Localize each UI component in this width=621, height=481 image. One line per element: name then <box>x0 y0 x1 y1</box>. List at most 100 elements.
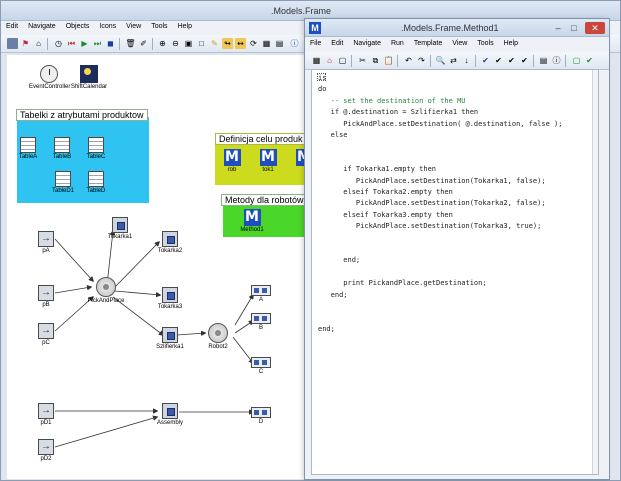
open-icon[interactable]: ⚑ <box>21 39 30 48</box>
close-icon[interactable]: ✕ <box>585 22 605 34</box>
method-partial[interactable]: M <box>293 149 307 167</box>
code-line: do <box>318 85 327 94</box>
replace-icon[interactable]: ⇄ <box>450 56 457 65</box>
frame-icon[interactable] <box>7 38 18 49</box>
table-d[interactable]: TableD <box>85 171 107 194</box>
find-next-icon[interactable]: ↓ <box>464 56 469 65</box>
buffer-a[interactable]: A <box>249 285 273 303</box>
zoom-fit-icon[interactable]: ▣ <box>184 39 193 48</box>
copy-icon[interactable]: ⧉ <box>372 56 379 65</box>
grid-icon[interactable]: ▦ <box>262 39 271 48</box>
editor-menu-view[interactable]: View <box>452 40 468 47</box>
editor-menu-template[interactable]: Template <box>413 40 443 47</box>
code-line: else <box>318 131 348 139</box>
start-icon[interactable]: ▶ <box>81 39 88 48</box>
calendar-icon <box>80 65 98 83</box>
zoom-out-icon[interactable]: ⊖ <box>172 39 179 48</box>
editor-menu-navigate[interactable]: Navigate <box>353 40 381 47</box>
menu-view[interactable]: View <box>126 23 142 30</box>
source-pc[interactable]: pC <box>37 323 55 346</box>
station-icon <box>162 287 178 303</box>
event-controller[interactable]: EventController <box>29 65 70 90</box>
help-icon[interactable]: ⓘ <box>552 56 561 65</box>
help-icon[interactable]: ⓘ <box>290 39 299 48</box>
pencil-icon[interactable]: ✎ <box>211 39 218 48</box>
open-icon[interactable]: ⌂ <box>327 56 332 65</box>
home-icon[interactable]: ▢ <box>338 56 347 65</box>
menu-tools[interactable]: Tools <box>151 23 168 30</box>
toolbar-separator <box>430 55 431 67</box>
template-icon[interactable]: ▤ <box>539 56 548 65</box>
apply-icon[interactable]: ✔ <box>586 56 593 65</box>
editor-menu-help[interactable]: Help <box>503 40 519 47</box>
zoom-in-icon[interactable]: ⊕ <box>159 39 166 48</box>
debug-run-icon[interactable]: ✔ <box>521 56 528 65</box>
table-a[interactable]: TableA <box>17 137 39 160</box>
minimize-icon[interactable]: – <box>555 23 561 33</box>
maximize-icon[interactable]: □ <box>571 23 577 33</box>
debug-icon[interactable]: ✔ <box>495 56 502 65</box>
destinations-box-title: Definicja celu produk <box>215 133 307 145</box>
method-icon: M <box>259 149 277 166</box>
new-icon[interactable]: ▢ <box>572 56 581 65</box>
buffer-c[interactable]: C <box>249 357 273 375</box>
table-b[interactable]: TableB <box>51 137 73 160</box>
stop-icon[interactable]: ◼ <box>107 39 114 48</box>
editor-menu-run[interactable]: Run <box>390 40 404 47</box>
editor-titlebar[interactable]: M .Models.Frame.Method1 – □ ✕ <box>305 19 609 37</box>
connector-mode-icon[interactable]: ↭ <box>235 38 246 49</box>
menu-objects[interactable]: Objects <box>65 23 90 30</box>
buffer-b[interactable]: B <box>249 313 273 331</box>
debug-step-icon[interactable]: ✔ <box>508 56 515 65</box>
shift-calendar[interactable]: ShiftCalendar <box>69 65 109 90</box>
menu-navigate[interactable]: Navigate <box>28 23 56 30</box>
buffer-icon <box>251 313 271 324</box>
editor-menu-edit[interactable]: Edit <box>331 40 344 47</box>
source-pd2[interactable]: pD2 <box>37 439 55 462</box>
source-pb[interactable]: pB <box>37 285 55 308</box>
step-icon[interactable]: ⏭ <box>93 39 102 48</box>
redo-icon[interactable]: ↷ <box>418 56 425 65</box>
buffer-d[interactable]: D <box>249 407 273 425</box>
find-icon[interactable]: 🔍 <box>435 56 446 65</box>
connector-icon[interactable]: ↬ <box>222 38 233 49</box>
grinder-szlifierka1[interactable]: Szlifierka1 <box>153 327 187 350</box>
table-d1[interactable]: TableD1 <box>51 171 75 194</box>
library-icon[interactable]: ▦ <box>312 56 321 65</box>
layers-icon[interactable]: ▤ <box>275 39 284 48</box>
refresh-icon[interactable]: ⟳ <box>250 39 257 48</box>
editor-menu-tools[interactable]: Tools <box>477 40 494 47</box>
reset-icon[interactable]: ⏮ <box>67 39 76 48</box>
event-controller-icon[interactable]: ◷ <box>55 39 62 48</box>
lathe-tokarka1[interactable]: Tokarka1 <box>103 217 137 240</box>
pick-and-place-robot[interactable]: PickAndPlace <box>83 277 129 304</box>
frame-canvas[interactable]: EventController ShiftCalendar Tabelki z … <box>7 55 307 479</box>
cut-icon[interactable]: ✂ <box>359 56 366 65</box>
assembly-station[interactable]: Assembly <box>153 403 187 426</box>
source-pa[interactable]: pA <box>37 231 55 254</box>
zoom-reset-icon[interactable]: □ <box>199 39 204 48</box>
table-c[interactable]: TableC <box>85 137 107 160</box>
brush-icon[interactable]: ✐ <box>140 39 147 48</box>
paste-icon[interactable]: 📋 <box>383 56 394 65</box>
vertical-scrollbar[interactable] <box>592 70 598 474</box>
code-line: end; <box>318 290 348 299</box>
buffer-icon <box>251 407 271 418</box>
source-pd1[interactable]: pD1 <box>37 403 55 426</box>
breakpoint-icon[interactable]: ✔ <box>482 56 489 65</box>
station-icon <box>162 231 178 247</box>
lathe-tokarka2[interactable]: Tokarka2 <box>153 231 187 254</box>
undo-icon[interactable]: ↶ <box>405 56 412 65</box>
editor-menu-file[interactable]: File <box>310 40 322 47</box>
menu-icons[interactable]: Icons <box>99 23 117 30</box>
menu-help[interactable]: Help <box>177 23 192 30</box>
robot2[interactable]: Robot2 <box>203 323 233 350</box>
menu-edit[interactable]: Edit <box>6 23 19 30</box>
delete-icon[interactable]: 🗑 <box>125 39 136 48</box>
home-icon[interactable]: ⌂ <box>36 39 41 48</box>
lathe-tokarka3[interactable]: Tokarka3 <box>153 287 187 310</box>
